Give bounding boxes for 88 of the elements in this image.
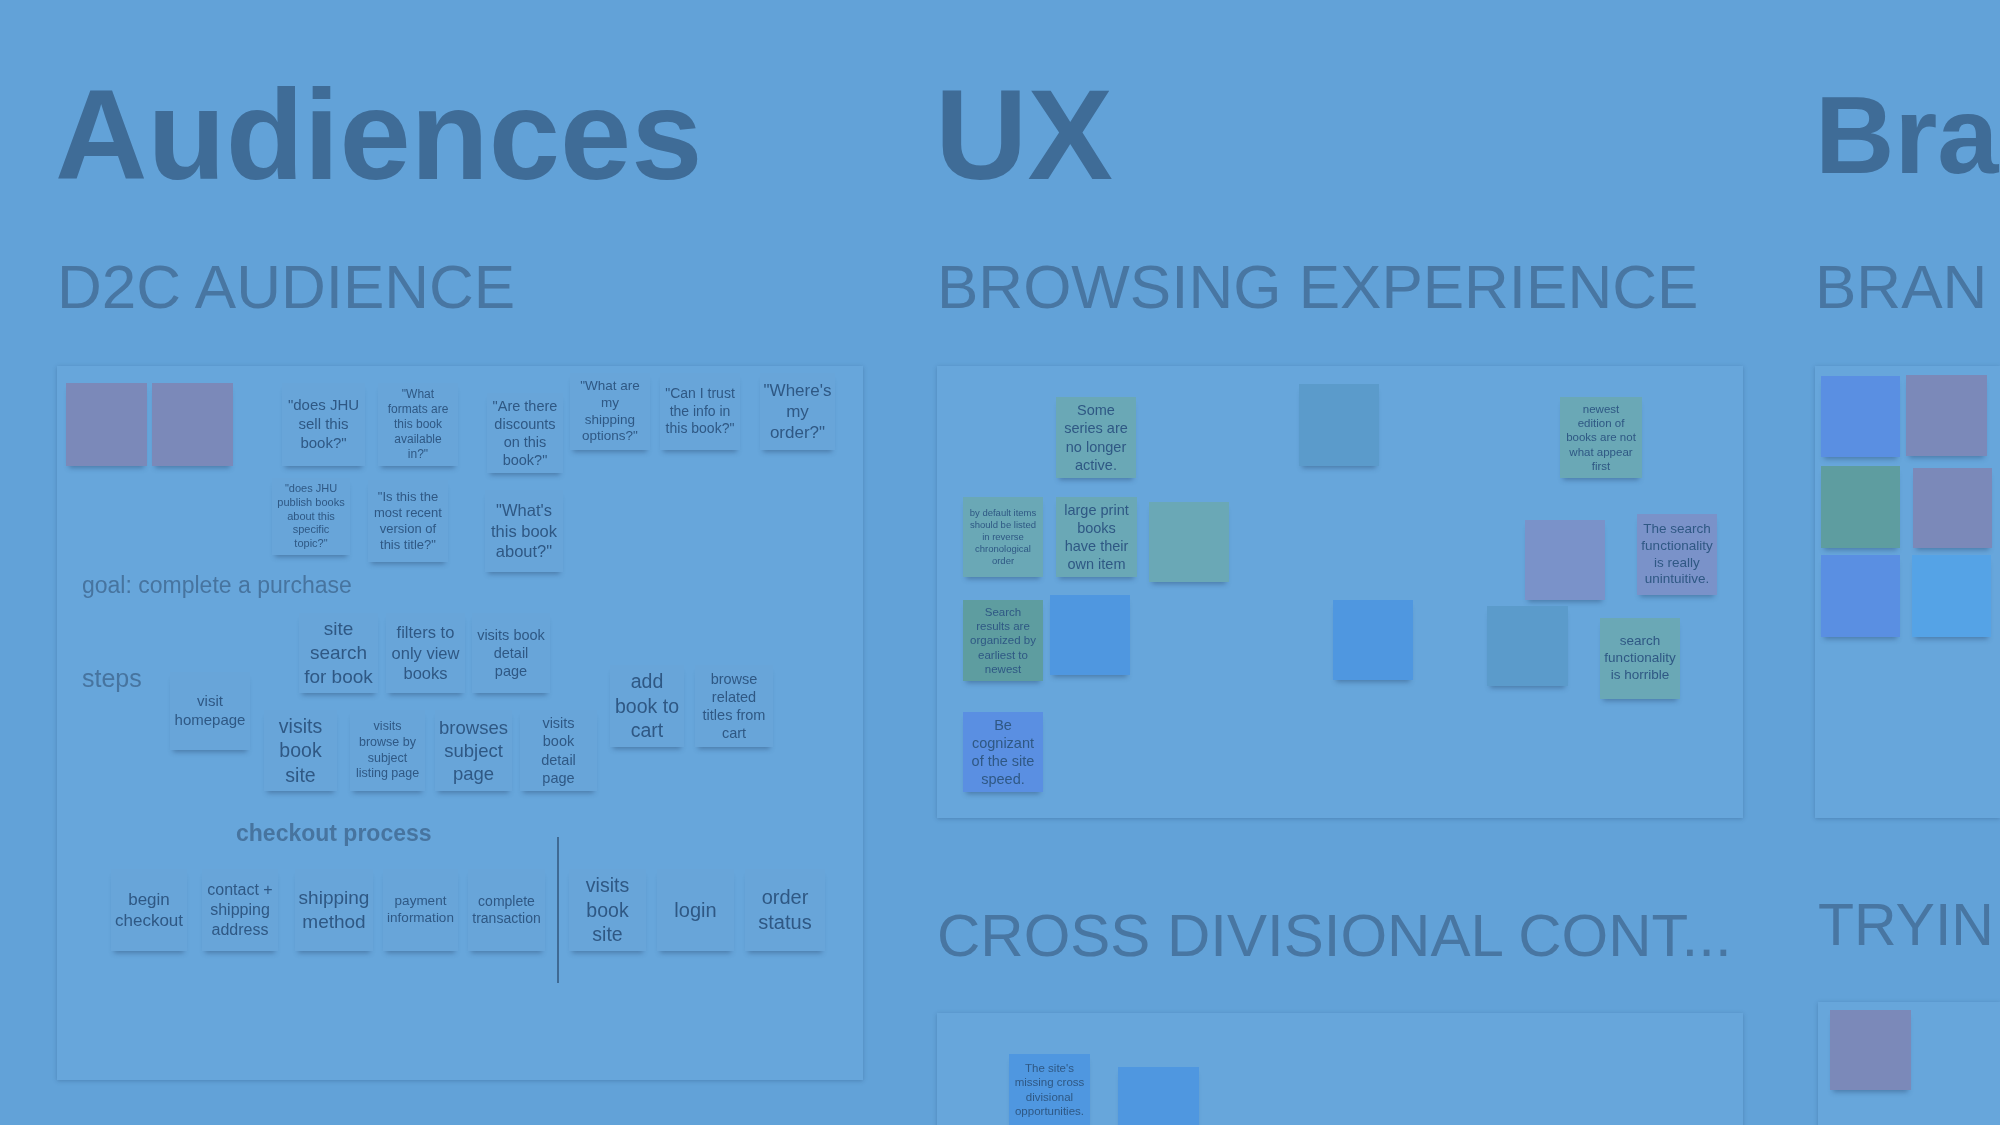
sticky-note bbox=[152, 383, 233, 466]
group-heading: checkout process bbox=[236, 820, 432, 847]
note-text: payment information bbox=[387, 893, 454, 927]
sticky-note bbox=[1600, 618, 1680, 699]
note-text: order status bbox=[757, 885, 813, 935]
sticky-note bbox=[1525, 520, 1605, 600]
sticky-note bbox=[963, 497, 1043, 577]
sticky-note bbox=[1821, 466, 1900, 548]
note-text: visit homepage bbox=[174, 692, 246, 730]
note-text: complete transaction bbox=[472, 892, 541, 928]
sticky-note bbox=[282, 383, 365, 466]
note-text: browses subject page bbox=[439, 715, 508, 786]
note-text: add book to cart bbox=[615, 669, 679, 743]
sticky-note bbox=[1637, 514, 1717, 595]
sticky-note bbox=[1050, 595, 1130, 675]
note-text: "What's this book about?" bbox=[490, 500, 558, 562]
sticky-note bbox=[350, 710, 425, 791]
sticky-note bbox=[1821, 376, 1900, 457]
note-text: filters to only view books bbox=[391, 622, 460, 684]
note-text: visits book detail page bbox=[540, 714, 577, 787]
note-text: begin checkout bbox=[115, 888, 184, 932]
sticky-note bbox=[569, 869, 646, 951]
note-text: Search results are organized by earliest to newest bbox=[969, 604, 1037, 677]
sticky-note bbox=[760, 373, 835, 450]
note-text: visits book detail page bbox=[477, 625, 545, 681]
note-text: "What are my shipping options?" bbox=[579, 377, 641, 446]
sticky-note bbox=[657, 869, 734, 951]
sticky-note bbox=[1333, 600, 1413, 680]
sticky-note bbox=[570, 373, 650, 450]
sticky-note bbox=[963, 712, 1043, 792]
sticky-note bbox=[1830, 1010, 1911, 1090]
row-label: steps bbox=[82, 664, 142, 693]
sticky-note bbox=[202, 869, 278, 951]
note-text: "What formats are this book available in?" bbox=[386, 387, 450, 462]
note-text: "Can I trust the info in this book?" bbox=[665, 385, 735, 438]
sticky-note bbox=[383, 869, 458, 951]
note-text: site search for book bbox=[304, 617, 373, 689]
note-text: large print books have their own item bbox=[1063, 500, 1130, 574]
note-text: search functionality is horrible bbox=[1604, 633, 1676, 684]
sticky-note bbox=[1299, 384, 1379, 466]
note-text: Be cognizant of the site speed. bbox=[970, 715, 1036, 789]
sticky-note bbox=[1118, 1067, 1199, 1125]
sticky-note bbox=[520, 710, 597, 791]
sticky-note bbox=[1913, 468, 1992, 548]
sticky-note bbox=[386, 613, 465, 693]
sticky-note bbox=[1487, 606, 1568, 686]
sticky-note bbox=[1149, 502, 1229, 582]
note-text: Some series are no longer active. bbox=[1063, 401, 1129, 474]
note-text: login bbox=[674, 897, 717, 923]
note-text: The search functionality is really unintuitive. bbox=[1641, 520, 1713, 589]
note-text: "does JHU publish books about this specific topic?" bbox=[277, 482, 345, 551]
sticky-note bbox=[472, 613, 550, 693]
sticky-note bbox=[963, 600, 1043, 681]
sticky-note bbox=[66, 383, 147, 466]
page-title: Audiences bbox=[55, 62, 703, 208]
note-text: The site's missing cross divisional opportunities. bbox=[1014, 1060, 1085, 1119]
note-text: visits browse by subject listing page bbox=[355, 719, 420, 782]
goal-text: goal: complete a purchase bbox=[82, 572, 352, 599]
sticky-note bbox=[1906, 375, 1987, 456]
note-text: "does JHU sell this book?" bbox=[287, 396, 360, 453]
note-text: contact + shipping address bbox=[207, 880, 273, 940]
sticky-note bbox=[368, 480, 448, 562]
sticky-note bbox=[695, 665, 773, 747]
note-text: "Are there discounts on this book?" bbox=[492, 396, 558, 470]
sticky-note bbox=[1821, 555, 1900, 637]
note-text: by default items should be listed in reverse chronological order bbox=[968, 507, 1038, 567]
note-text: visits book site bbox=[584, 873, 631, 947]
note-text: shipping method bbox=[298, 886, 370, 934]
sticky-note bbox=[295, 869, 373, 951]
sticky-note bbox=[170, 672, 250, 750]
sticky-note bbox=[378, 383, 458, 466]
page-title: UX bbox=[935, 62, 1113, 208]
sticky-note bbox=[111, 869, 187, 951]
note-text: "Is this the most recent version of this title?" bbox=[373, 488, 443, 554]
sticky-note bbox=[745, 869, 825, 951]
note-text: newest edition of books are not what appear first bbox=[1565, 401, 1637, 474]
sticky-note bbox=[1056, 397, 1136, 478]
sticky-note bbox=[660, 373, 740, 450]
note-text: visits book site bbox=[277, 713, 324, 788]
sticky-note bbox=[485, 490, 563, 572]
sticky-note bbox=[1009, 1054, 1090, 1125]
sticky-note bbox=[468, 869, 545, 951]
sticky-note bbox=[1912, 555, 1991, 637]
note-text: "Where's my order?" bbox=[763, 379, 832, 444]
sticky-note bbox=[1056, 497, 1137, 577]
sticky-note bbox=[264, 710, 337, 791]
note-text: browse related titles from cart bbox=[701, 669, 767, 743]
page-title: Bra bbox=[1815, 71, 1999, 198]
